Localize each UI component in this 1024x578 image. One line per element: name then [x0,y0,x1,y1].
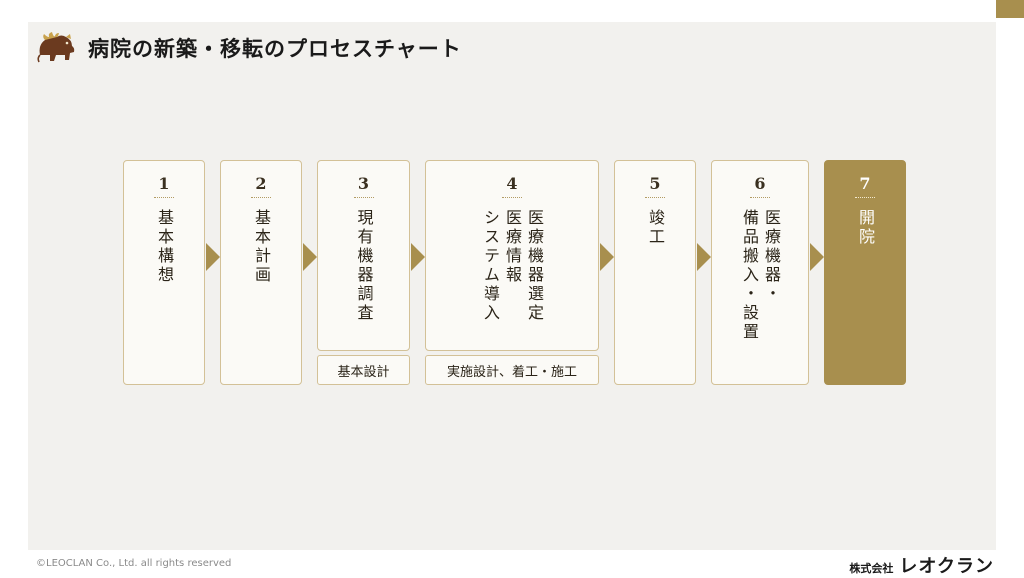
copyright-text: ©LEOCLAN Co., Ltd. all rights reserved [36,558,232,569]
step-box-6: 6 医療機器・ 備品搬入・設置 [711,160,809,385]
step-divider [353,197,374,198]
step-number: 4 [506,174,518,193]
step-label: 基本構想 [155,209,174,285]
step-divider [502,197,522,198]
step-divider [154,197,174,198]
step-number: 6 [754,174,766,193]
page-title: 病院の新築・移転のプロセスチャート [88,37,462,61]
step-label: 医療機器・ 備品搬入・設置 [740,209,781,342]
step-label: 竣工 [646,209,665,247]
phase-label-basic-design: 基本設計 [317,355,410,385]
company-kind: 株式会社 [849,562,894,575]
corner-accent-block [996,0,1024,18]
step-label: 医療機器選定 医療情報 システム導入 [481,209,544,323]
step-label: 基本計画 [252,209,271,285]
company-logo: 株式会社 レオクラン [849,552,994,578]
step-box-4: 4 医療機器選定 医療情報 システム導入 [425,160,599,351]
step-number: 1 [158,174,170,193]
step-box-5: 5 竣工 [614,160,696,385]
arrow-right-icon [600,243,614,271]
arrow-right-icon [810,243,824,271]
step-number: 5 [649,174,661,193]
step-divider [251,197,271,198]
company-name: レオクラン [899,556,994,577]
step-box-3: 3 現有機器調査 [317,160,410,351]
step-label: 現有機器調査 [354,209,374,323]
step-box-2: 2 基本計画 [220,160,302,385]
step-box-1: 1 基本構想 [123,160,205,385]
arrow-right-icon [697,243,711,271]
phase-label-construction: 実施設計、着工・施工 [425,355,599,385]
slide-header: 病院の新築・移転のプロセスチャート [36,30,462,66]
arrow-right-icon [303,243,317,271]
step-number: 3 [357,174,370,193]
arrow-right-icon [206,243,220,271]
step-number: 2 [255,174,267,193]
step-divider [750,197,770,198]
step-divider [855,197,875,198]
step-label: 開院 [856,209,875,247]
step-divider [645,197,665,198]
arrow-right-icon [411,243,425,271]
step-box-7: 7 開院 [824,160,906,385]
step-number: 7 [859,174,871,193]
lion-logo-icon [37,32,75,63]
